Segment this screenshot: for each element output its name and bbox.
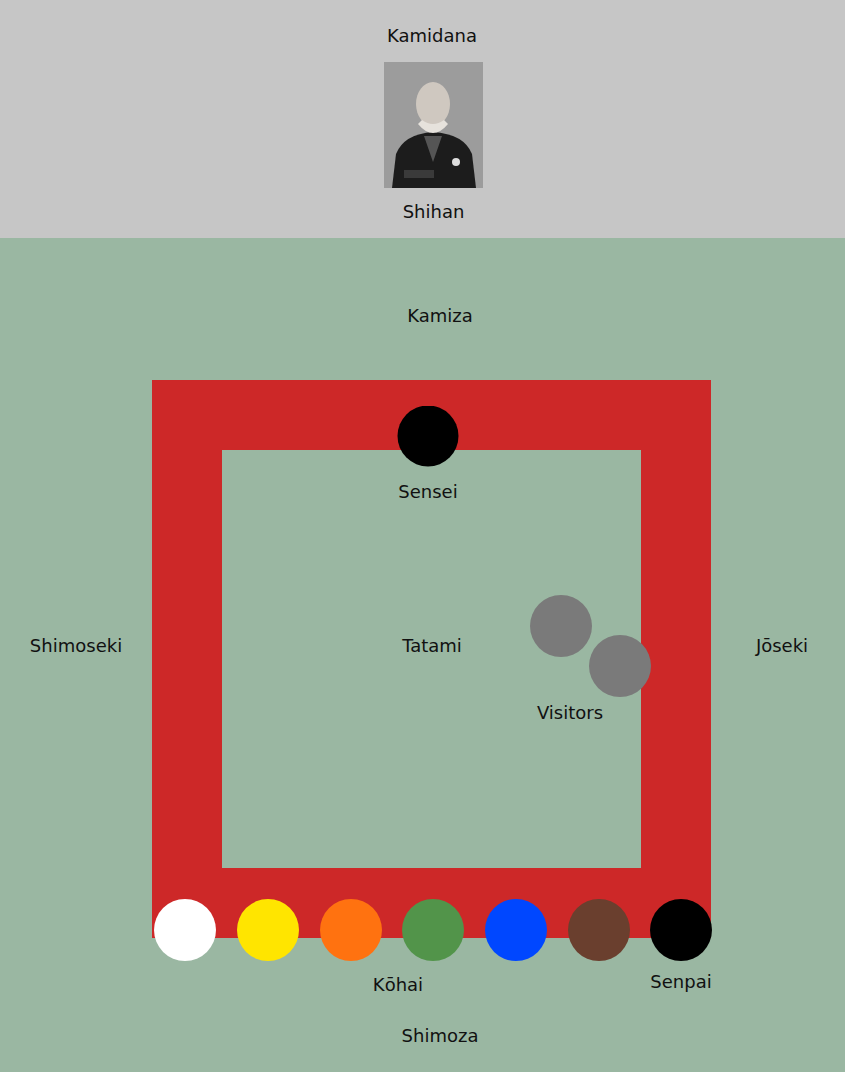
kamidana-band: KamidanaShihan — [0, 0, 845, 238]
visitor-dot — [530, 595, 592, 657]
kohai-row: Kōhai — [150, 898, 635, 1003]
belt-dot — [485, 899, 547, 961]
belt-dot — [568, 899, 630, 961]
belt-dot — [402, 899, 464, 961]
area-label: Jōseki — [756, 635, 808, 657]
collar — [424, 136, 442, 162]
photo-ground — [384, 62, 483, 188]
visitors-group: Visitors — [520, 594, 655, 728]
node-label: Sensei — [398, 481, 457, 503]
sensei-circle: Sensei — [388, 406, 468, 506]
badge — [452, 158, 460, 166]
sensei-dot — [398, 406, 459, 467]
belt-dot — [154, 899, 216, 961]
node-label: Kamidana — [387, 25, 477, 47]
node-label: Visitors — [537, 702, 603, 724]
red-border — [152, 380, 711, 938]
area-label: Kamiza — [407, 305, 473, 327]
area-label: Shimoza — [402, 1025, 479, 1047]
belt-dot — [320, 899, 382, 961]
beard — [418, 120, 448, 133]
head — [416, 82, 450, 126]
node-label: Shihan — [403, 201, 465, 223]
senpai-circle: Senpai — [640, 898, 722, 998]
node-label: Tatami — [402, 635, 462, 657]
visitor-dot — [589, 635, 651, 697]
shihan-portrait: Shihan — [384, 62, 483, 228]
tatami-frame: Tatami SenseiVisitors — [152, 380, 711, 938]
senpai-dot — [650, 899, 712, 961]
robe — [392, 132, 476, 188]
hands — [404, 170, 434, 178]
node-label: Kōhai — [373, 974, 423, 996]
node-label: Senpai — [650, 971, 711, 993]
area-label: Shimoseki — [30, 635, 122, 657]
belt-dot — [237, 899, 299, 961]
